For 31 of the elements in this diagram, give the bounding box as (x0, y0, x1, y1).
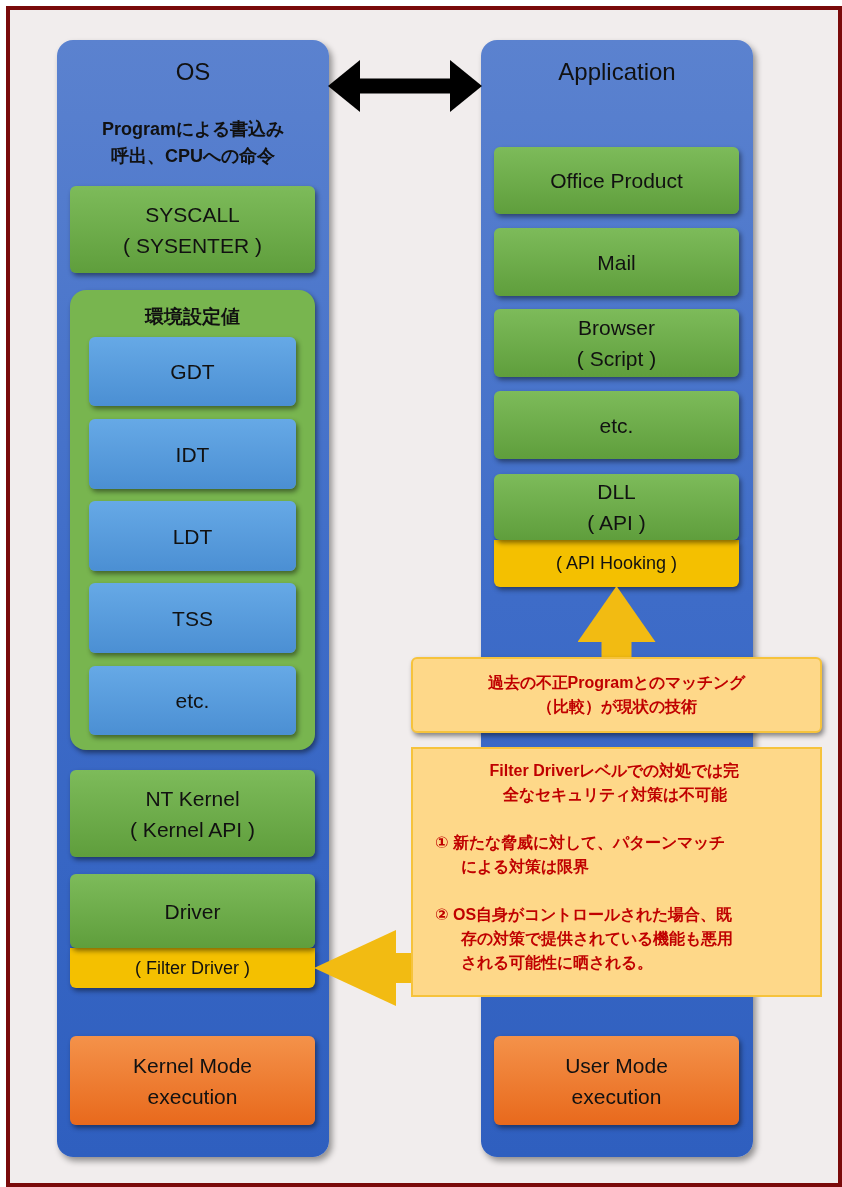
column-subtitle: Programによる書込み呼出、CPUへの命令 (101, 118, 285, 168)
column-title: OS (174, 58, 212, 86)
note-box (411, 747, 822, 997)
note-text: ① 新たな脅威に対して、パターンマッチによる対策は限界 (435, 833, 726, 877)
table-box: GDT (89, 337, 296, 406)
hook-band: ( Filter Driver ) (70, 948, 315, 988)
note-box: 過去の不正Programとのマッチング（比較）が現状の技術 (411, 657, 822, 733)
table-box: LDT (89, 501, 296, 571)
arrow (314, 930, 411, 1006)
note-text: Filter Driverレベルでの対処では完全なセキュリティ対策は不可能 (488, 761, 741, 806)
group-title: 環境設定値 (143, 305, 241, 329)
hook-band: ( API Hooking ) (494, 540, 739, 587)
table-box: IDT (89, 419, 296, 489)
process-box: Driver (70, 874, 315, 948)
process-box: etc. (494, 391, 739, 459)
arrow (328, 60, 482, 112)
table-box: etc. (89, 666, 296, 735)
process-box: NT Kernel ( Kernel API ) (70, 770, 315, 857)
process-box: Mail (494, 228, 739, 296)
mode-box: Kernel Mode execution (70, 1036, 315, 1125)
process-box: DLL ( API ) (494, 474, 739, 540)
table-box: TSS (89, 583, 296, 653)
arrow (577, 586, 656, 657)
mode-box: User Mode execution (494, 1036, 739, 1125)
group-panel (70, 290, 315, 750)
process-box: Browser ( Script ) (494, 309, 739, 377)
column-panel (57, 40, 329, 1157)
process-box: Office Product (494, 147, 739, 214)
note-text: ② OS自身がコントロールされた場合、既存の対策で提供されている機能も悪用される可能性に晒される。 (435, 905, 734, 973)
column-title: Application (557, 58, 677, 86)
process-box: SYSCALL ( SYSENTER ) (70, 186, 315, 273)
